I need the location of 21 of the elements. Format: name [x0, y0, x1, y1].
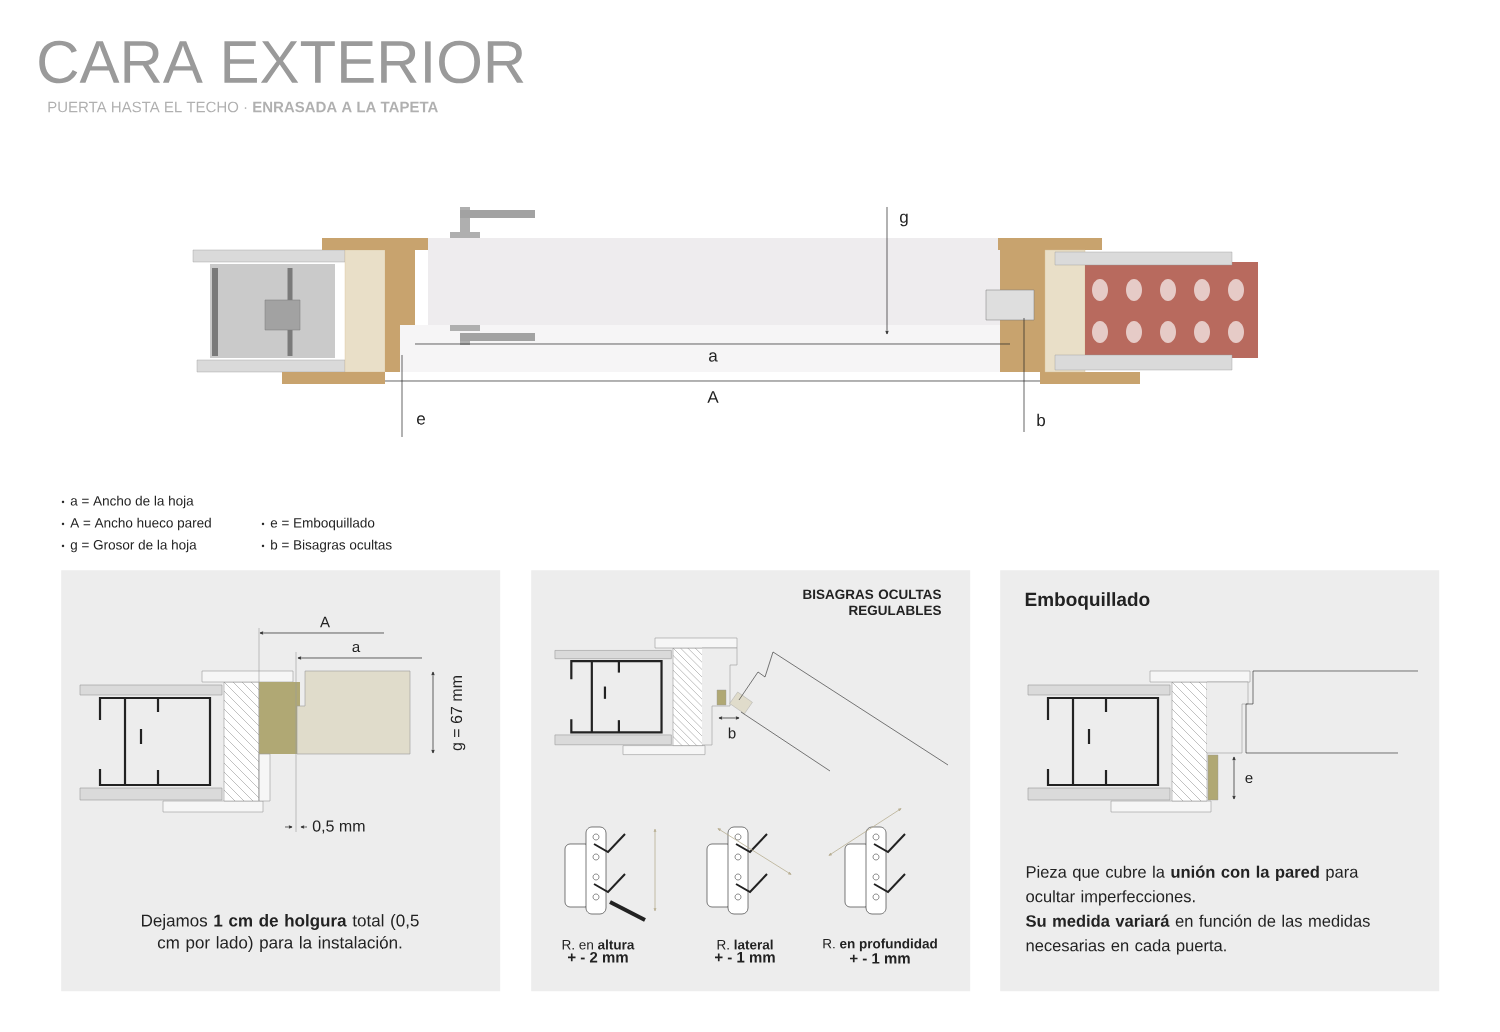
adjustment-caption: R. lateral + - 1 mm: [715, 939, 775, 963]
subtitle: PUERTA HASTA EL TECHO · ENRASADA A LA TAPETA: [48, 101, 438, 113]
key-item: e = Emboquillado: [270, 517, 375, 531]
dimension-label: A: [707, 391, 719, 403]
dimension-label: g: [900, 213, 908, 227]
dimension-label: g = 67 mm: [450, 676, 466, 751]
title: CARA EXTERIOR: [39, 40, 524, 84]
key-item: A = Ancho hueco pared: [70, 517, 211, 531]
dimension-label: a: [709, 352, 718, 362]
adjustment-caption: R. en altura + - 2 mm: [562, 939, 635, 963]
dimension-label: A: [320, 616, 330, 628]
dimension-label: a: [352, 643, 361, 653]
key-item: g = Grosor de la hoja: [70, 539, 197, 553]
dimension-label: e: [1245, 774, 1253, 784]
key-item: a = Ancho de la hoja: [70, 495, 194, 509]
dimension-label: b: [728, 727, 736, 739]
dimension-label: 0,5 mm: [312, 820, 365, 834]
dimension-label: e: [417, 415, 425, 425]
key-item: b = Bisagras ocultas: [271, 539, 392, 553]
dimension-label: b: [1037, 413, 1045, 427]
adjustment-caption: R. en profundidad + - 1 mm: [823, 938, 937, 964]
